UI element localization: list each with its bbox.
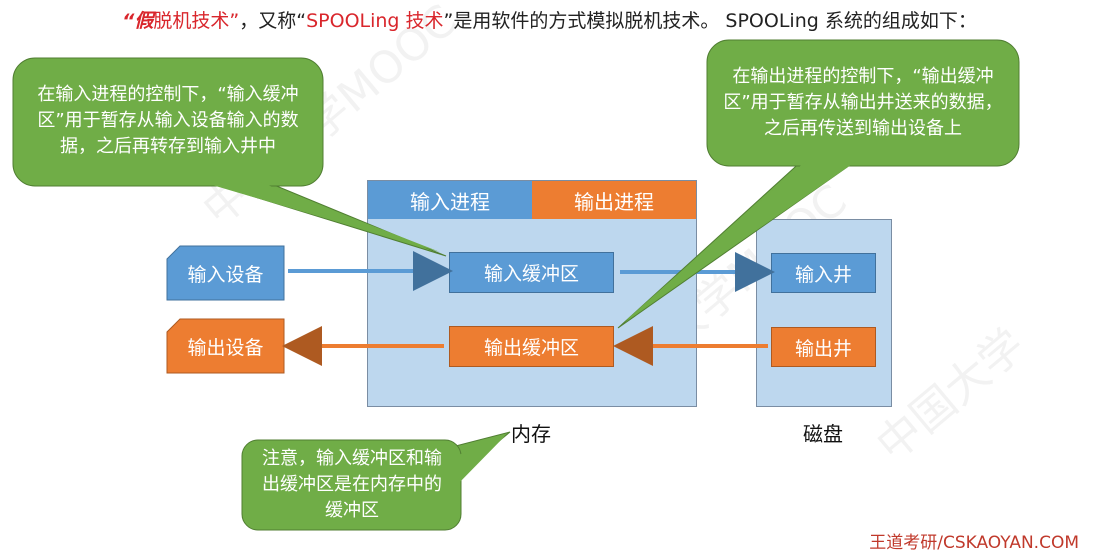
- disk-box: [756, 219, 892, 407]
- callout-memory-note: 注意，输入缓冲区和输出缓冲区是在内存中的缓冲区: [262, 448, 442, 521]
- memory-label: 内存: [511, 422, 551, 446]
- output-buffer: 输出缓冲区: [449, 326, 614, 367]
- output-process-tab: 输出进程: [532, 181, 696, 219]
- input-device-shape: [166, 245, 285, 301]
- footer-brand: 王道考研/CSKAOYAN.COM: [869, 533, 1079, 553]
- input-buffer: 输入缓冲区: [449, 252, 614, 293]
- input-device: 输入设备: [187, 263, 264, 286]
- title-offline: 脱机技术”: [153, 10, 240, 32]
- disk-label: 磁盘: [803, 422, 843, 446]
- callout-input-bubble: [12, 57, 447, 257]
- callout-output-bubble: [617, 39, 1020, 329]
- input-process-tab: 输入进程: [368, 181, 532, 219]
- output-device-shape: [166, 318, 285, 374]
- output-well: 输出井: [771, 327, 876, 367]
- callout-memory-bubble: [241, 431, 511, 531]
- title-also-called: ，又称“: [239, 10, 307, 32]
- title-rest: ”是用软件的方式模拟脱机技术。 SPOOLing 系统的组成如下：: [443, 10, 977, 32]
- callout-output-note: 在输出进程的控制下，“输出缓冲区”用于暂存从输出井送来的数据，之后再传送到输出设…: [723, 66, 1003, 139]
- output-device: 输出设备: [187, 336, 264, 359]
- title-fake: 假: [134, 10, 154, 32]
- title-spooling: SPOOLing 技术: [306, 10, 444, 32]
- page-title: “假脱机技术”，又称“SPOOLing 技术”是用软件的方式模拟脱机技术。 SP…: [0, 6, 1099, 33]
- callout-input-note: 在输入进程的控制下，“输入缓冲区”用于暂存从输入设备输入的数据，之后再转存到输入…: [37, 84, 299, 157]
- title-quote: “: [122, 10, 135, 32]
